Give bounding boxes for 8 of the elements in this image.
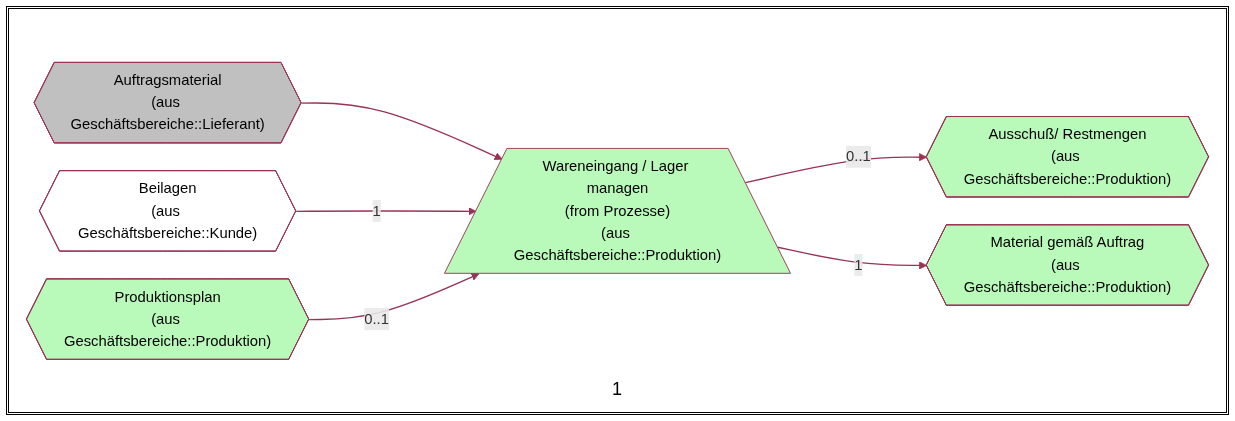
arrow — [300, 101, 503, 160]
edge-label: 0..1 — [364, 310, 389, 327]
edge-label: 1 — [854, 256, 863, 273]
edge-label: 1 — [372, 202, 381, 218]
arrow — [777, 246, 928, 270]
edge-label: 0..1 — [846, 148, 871, 164]
arrow — [295, 206, 477, 215]
multiplicity-label: 1 — [612, 379, 622, 399]
